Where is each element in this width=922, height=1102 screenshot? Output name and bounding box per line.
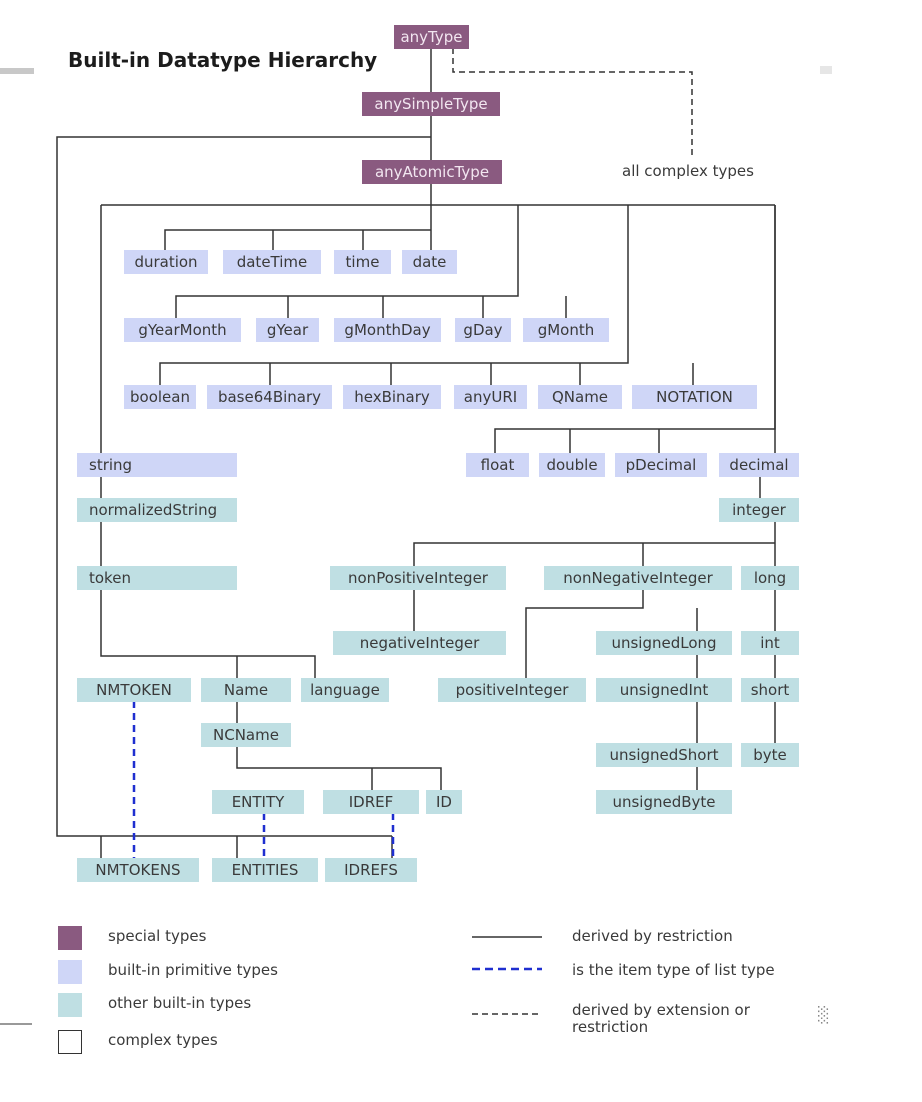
node-token: token (77, 566, 237, 590)
node-unsignedInt: unsignedInt (596, 678, 732, 702)
node-duration: duration (124, 250, 208, 274)
node-NCName: NCName (201, 723, 291, 747)
node-nonPositiveInteger: nonPositiveInteger (330, 566, 506, 590)
node-byte: byte (741, 743, 799, 767)
slide-decoration (0, 1023, 32, 1025)
node-anySimpleType: anySimpleType (362, 92, 500, 116)
node-ENTITY: ENTITY (212, 790, 304, 814)
legend-label-extension-1: derived by extension or (572, 1001, 750, 1019)
node-unsignedLong: unsignedLong (596, 631, 732, 655)
node-gYear: gYear (256, 318, 319, 342)
node-unsignedByte: unsignedByte (596, 790, 732, 814)
node-hexBinary: hexBinary (343, 385, 441, 409)
node-int: int (741, 631, 799, 655)
slide-logo-icon: ░ (818, 1006, 830, 1024)
node-boolean: boolean (124, 385, 196, 409)
legend-label-special: special types (108, 927, 207, 945)
diagram-title: Built-in Datatype Hierarchy (68, 48, 378, 72)
legend-swatch-special (58, 926, 82, 950)
node-positiveInteger: positiveInteger (438, 678, 586, 702)
node-gDay: gDay (455, 318, 511, 342)
legend-swatch-other (58, 993, 82, 1017)
node-time: time (334, 250, 391, 274)
node-anyURI: anyURI (454, 385, 527, 409)
node-pDecimal: pDecimal (615, 453, 707, 477)
node-ID: ID (426, 790, 462, 814)
node-NOTATION: NOTATION (632, 385, 757, 409)
node-NMTOKENS: NMTOKENS (77, 858, 199, 882)
node-string: string (77, 453, 237, 477)
node-negativeInteger: negativeInteger (333, 631, 506, 655)
node-double: double (539, 453, 605, 477)
node-IDREFS: IDREFS (325, 858, 417, 882)
node-dateTime: dateTime (223, 250, 321, 274)
node-nonNegativeInteger: nonNegativeInteger (544, 566, 732, 590)
node-language: language (301, 678, 389, 702)
slide-decoration (820, 66, 832, 74)
node-unsignedShort: unsignedShort (596, 743, 732, 767)
node-short: short (741, 678, 799, 702)
node-float: float (466, 453, 529, 477)
node-normalizedString: normalizedString (77, 498, 237, 522)
node-all-complex-types: all complex types (622, 162, 754, 180)
legend-label-restriction: derived by restriction (572, 927, 733, 945)
node-anyAtomicType: anyAtomicType (362, 160, 502, 184)
node-gYearMonth: gYearMonth (124, 318, 241, 342)
legend-label-list-item: is the item type of list type (572, 961, 775, 979)
node-gMonth: gMonth (523, 318, 609, 342)
node-ENTITIES: ENTITIES (212, 858, 318, 882)
node-decimal: decimal (719, 453, 799, 477)
legend-swatch-complex (58, 1030, 82, 1054)
node-base64Binary: base64Binary (207, 385, 332, 409)
node-long: long (741, 566, 799, 590)
node-IDREF: IDREF (323, 790, 419, 814)
node-Name: Name (201, 678, 291, 702)
node-date: date (402, 250, 457, 274)
legend-label-primitive: built-in primitive types (108, 961, 278, 979)
legend-swatch-primitive (58, 960, 82, 984)
node-NMTOKEN: NMTOKEN (77, 678, 191, 702)
legend-label-complex: complex types (108, 1031, 218, 1049)
slide-decoration (0, 68, 34, 74)
node-anyType: anyType (394, 25, 469, 49)
legend-label-extension-2: restriction (572, 1018, 649, 1036)
node-integer: integer (719, 498, 799, 522)
node-QName: QName (538, 385, 622, 409)
legend-label-other: other built-in types (108, 994, 252, 1012)
node-gMonthDay: gMonthDay (334, 318, 441, 342)
